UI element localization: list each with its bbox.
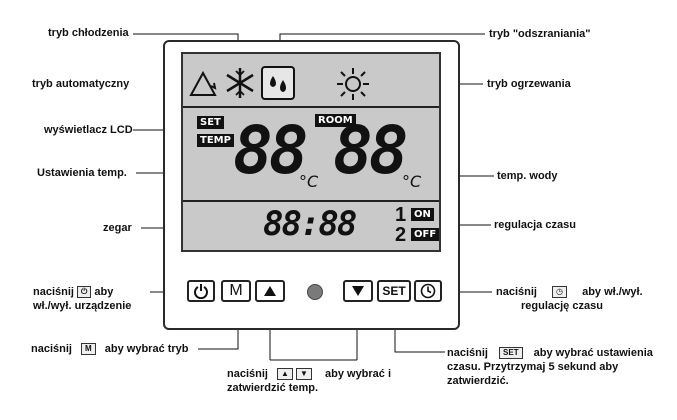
label-heating: tryb ogrzewania — [487, 78, 571, 90]
label-set-pre: naciśnij — [447, 347, 488, 359]
label-set-temp: Ustawienia temp. — [37, 167, 127, 179]
label-cooling: tryb chłodzenia — [48, 27, 129, 39]
indicator-light — [307, 284, 323, 300]
label-water-temp: temp. wody — [497, 170, 558, 182]
auto-triangle-icon — [189, 70, 217, 96]
label-timer-post: aby wł./wył. — [582, 286, 643, 298]
power-key-icon: ⏻ — [77, 286, 92, 299]
timer-button[interactable] — [414, 280, 442, 302]
label-arrows-pre: naciśnij — [227, 368, 268, 380]
label-mode: naciśnij M aby wybrać tryb — [31, 343, 189, 356]
label-set: naciśnij SET aby wybrać ustawienia — [447, 347, 653, 360]
lcd-divider-top — [183, 106, 439, 108]
down-button[interactable] — [343, 280, 373, 302]
up-button[interactable] — [255, 280, 285, 302]
label-arrows: naciśnij ▲ ▼ aby wybrać i — [227, 368, 391, 381]
water-drops-icon — [261, 66, 295, 100]
up-key-icon: ▲ — [277, 368, 293, 381]
lcd-screen: SET TEMP ROOM 88 °C 88 °C 88:88 1 2 ON O… — [181, 52, 441, 252]
label-clock: zegar — [103, 222, 132, 234]
label-timer-regulation: regulacja czasu — [494, 219, 576, 231]
down-key-icon: ▼ — [296, 368, 312, 381]
down-arrow-icon — [352, 286, 364, 296]
temp-tag: TEMP — [197, 134, 234, 147]
label-set-post: aby wybrać ustawienia — [533, 347, 653, 359]
water-temp-digits: 88 — [333, 112, 409, 189]
clock-digits: 88:88 — [263, 204, 357, 244]
snowflake-icon — [226, 68, 254, 98]
label-power-post: aby — [94, 286, 114, 298]
set-key-icon: SET — [499, 347, 523, 360]
set-button[interactable]: SET — [377, 280, 411, 302]
set-temp-unit: °C — [299, 172, 319, 191]
label-mode-post: aby wybrać tryb — [104, 343, 189, 355]
room-tag: ROOM — [315, 114, 356, 127]
timer-1-number: 1 — [395, 204, 407, 226]
mode-button[interactable]: M — [221, 280, 251, 302]
label-arrows-post: aby wybrać i — [325, 368, 392, 380]
label-lcd: wyświetlacz LCD — [44, 124, 133, 136]
timer-on-tag: ON — [411, 208, 434, 221]
label-arrows-line2: zatwierdzić temp. — [227, 382, 319, 394]
power-icon — [194, 284, 208, 299]
label-timer-line2: regulację czasu — [521, 300, 603, 312]
label-set-line2: czasu. Przytrzymaj 5 sekund aby — [447, 361, 619, 373]
label-timer: naciśnij ◷ aby wł./wył. — [496, 286, 643, 299]
label-power: naciśnij ⏻ aby — [33, 286, 113, 299]
label-timer-pre: naciśnij — [496, 286, 537, 298]
label-defrost: tryb "odszraniania" — [489, 28, 591, 40]
set-tag: SET — [197, 116, 224, 129]
label-power-line2: wł./wył. urządzenie — [33, 300, 132, 312]
label-auto: tryb automatyczny — [32, 78, 130, 90]
power-button[interactable] — [187, 280, 215, 302]
label-mode-pre: naciśnij — [31, 343, 72, 355]
mode-key-icon: M — [81, 343, 96, 356]
timer-key-icon: ◷ — [552, 286, 568, 299]
clock-icon — [420, 283, 436, 299]
sun-icon — [337, 68, 369, 100]
lcd-divider-bottom — [183, 200, 439, 202]
label-set-line3: zatwierdzić. — [447, 375, 509, 387]
timer-off-tag: OFF — [411, 228, 440, 241]
label-power-pre: naciśnij — [33, 286, 74, 298]
water-temp-unit: °C — [402, 172, 422, 191]
set-temp-digits: 88 — [233, 112, 309, 189]
timer-2-number: 2 — [395, 224, 407, 246]
up-arrow-icon — [264, 286, 276, 296]
